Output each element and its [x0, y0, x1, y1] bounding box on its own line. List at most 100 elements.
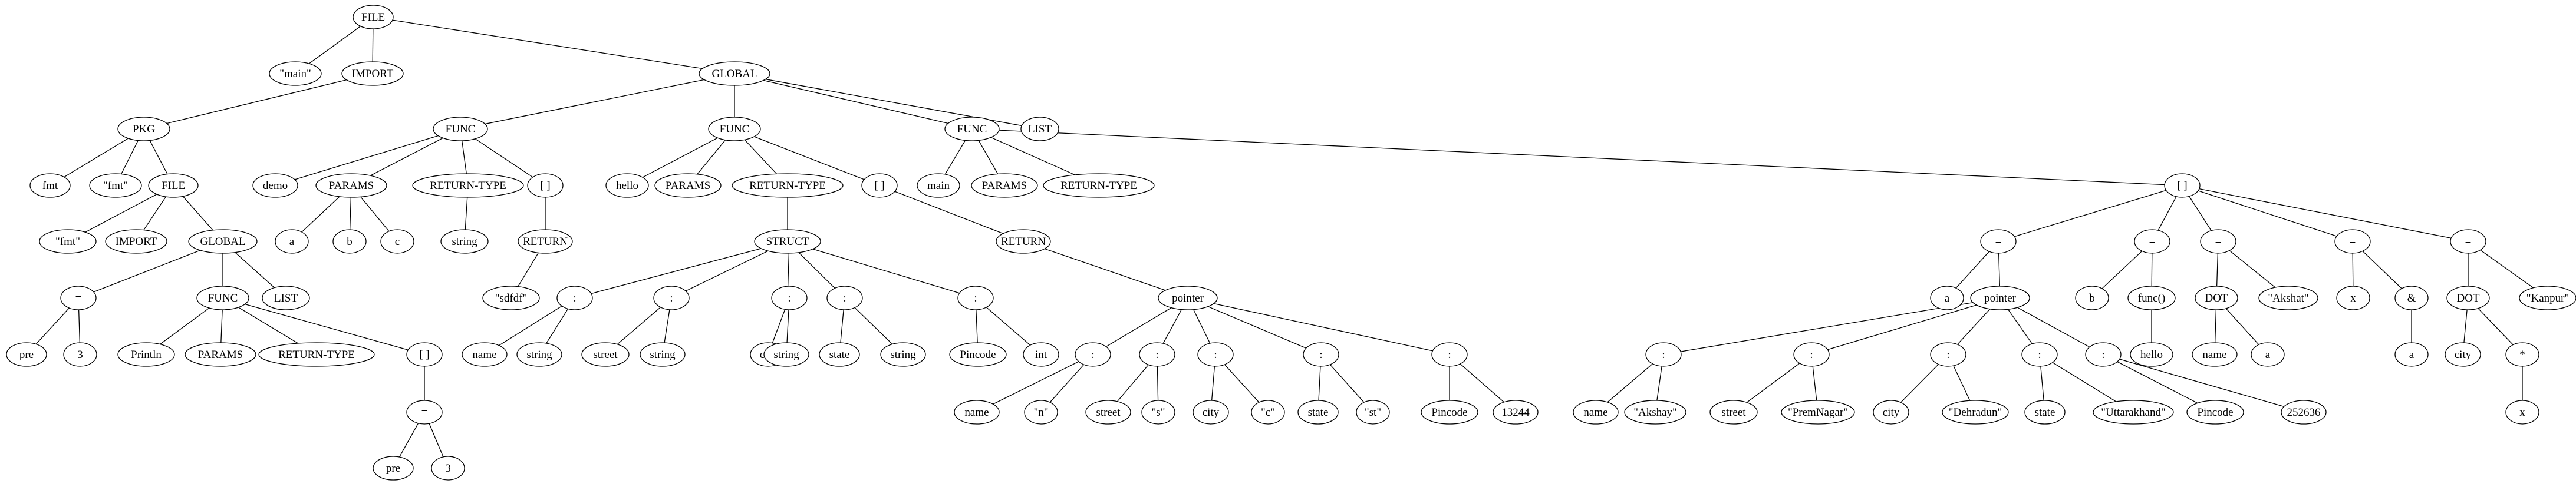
tree-edge-n72-n75: [990, 137, 1075, 175]
tree-edge-n25-n27: [349, 197, 352, 230]
tree-node-label: name: [2202, 349, 2226, 361]
tree-node: :: [1197, 342, 1234, 367]
tree-edge-n25-n26: [301, 196, 340, 233]
tree-node-label: [ ]: [540, 180, 550, 192]
tree-node-label: FUNC: [446, 123, 476, 135]
tree-edge-n108-n113: [2480, 250, 2534, 289]
tree-edge-n0-n3: [392, 19, 703, 69]
tree-node: &: [2394, 286, 2429, 310]
tree-node-label: [ ]: [419, 349, 429, 361]
tree-edge-n100-n102: [2225, 308, 2259, 345]
tree-node-label: RETURN-TYPE: [430, 180, 506, 192]
tree-node: FUNC: [433, 117, 488, 141]
tree-node-ellipse: [527, 173, 564, 198]
tree-node-label: =: [1995, 236, 2002, 248]
tree-node-ellipse: [341, 61, 404, 86]
tree-node-ellipse: [1141, 400, 1175, 425]
tree-node-ellipse: [944, 117, 1000, 141]
tree-node: PARAMS: [654, 173, 722, 198]
tree-node-label: "fmt": [55, 236, 80, 248]
tree-edge-n23-n24: [294, 135, 439, 180]
tree-node: :: [2085, 342, 2122, 367]
tree-node: GLOBAL: [188, 229, 258, 254]
tree-node-label: string: [526, 349, 552, 361]
tree-node-label: Pincode: [960, 349, 996, 361]
tree-node: string: [880, 342, 926, 367]
tree-node-label: main: [927, 180, 950, 192]
tree-node-ellipse: [949, 342, 1007, 367]
tree-edge-n4-n6: [121, 140, 139, 174]
tree-node-label: "Uttarakhand": [2101, 406, 2165, 419]
tree-edge-n29-n30: [465, 197, 468, 230]
tree-node-ellipse: [63, 342, 97, 367]
tree-node-ellipse: [1980, 229, 2017, 254]
tree-node: "n": [1024, 400, 1058, 425]
tree-node: RETURN: [996, 229, 1051, 254]
tree-edge-n45-n46: [772, 309, 786, 343]
tree-edge-n66-n67: [1318, 366, 1321, 401]
tree-node: string: [516, 342, 562, 367]
tree-edge-n99-n103: [2229, 250, 2276, 288]
tree-edge-n56-n66: [1208, 306, 1306, 349]
tree-node-label: name: [1583, 406, 1607, 419]
tree-node: name: [2192, 342, 2238, 367]
tree-node: LIST: [1020, 117, 1059, 141]
tree-node: LIST: [262, 286, 310, 310]
tree-edge-n25-n28: [360, 196, 390, 232]
tree-node-ellipse: [1024, 400, 1058, 425]
tree-node-ellipse: [605, 173, 649, 198]
tree-node-label: name: [964, 406, 989, 419]
tree-edge-n39-n41: [546, 309, 569, 344]
tree-node: =: [2200, 229, 2236, 254]
tree-node-label: FUNC: [720, 123, 750, 135]
tree-node: street: [1709, 400, 1758, 425]
tree-node: name: [462, 342, 508, 367]
tree-node-ellipse: [6, 342, 47, 367]
tree-edge-n38-n39: [591, 248, 762, 294]
tree-node-label: Pincode: [1431, 406, 1467, 419]
tree-node: :: [1793, 342, 1830, 367]
tree-node-label: "s": [1152, 406, 1165, 419]
tree-node-ellipse: [2336, 286, 2370, 310]
tree-node: fmt: [29, 173, 71, 198]
tree-node: Pincode: [1421, 400, 1478, 425]
tree-node-ellipse: [771, 286, 808, 310]
tree-node-label: 13244: [1501, 406, 1530, 419]
tree-node: DOT: [2195, 286, 2238, 310]
tree-node-ellipse: [196, 286, 249, 310]
tree-node-ellipse: [1873, 400, 1909, 425]
tree-node-label: "Akshay": [1633, 406, 1677, 419]
tree-node-ellipse: [2024, 400, 2066, 425]
tree-node-ellipse: [29, 173, 71, 198]
tree-edge-n34-n36: [697, 140, 726, 175]
tree-node-label: pre: [386, 462, 400, 475]
tree-edge-n3-n23: [485, 79, 704, 125]
tree-node-label: LIST: [1028, 123, 1052, 135]
tree-node-label: "c": [1261, 406, 1275, 419]
tree-node: RETURN-TYPE: [412, 173, 524, 198]
tree-node-ellipse: [380, 229, 414, 254]
tree-edge-n92-n94: [2119, 359, 2284, 408]
tree-edge-n60-n61: [1116, 364, 1149, 402]
tree-node-label: 252636: [2287, 406, 2321, 419]
tree-node: demo: [252, 173, 298, 198]
tree-edge-n89-n90: [2040, 366, 2044, 401]
tree-node: :: [556, 286, 593, 310]
tree-node-label: =: [2465, 236, 2472, 248]
tree-node-ellipse: [763, 342, 809, 367]
tree-edge-n79-n80: [1680, 302, 1974, 352]
tree-edge-n79-n92: [2017, 307, 2090, 347]
tree-node-ellipse: [1645, 342, 1682, 367]
tree-node-label: STRUCT: [766, 236, 809, 248]
tree-node: [ ]: [861, 173, 898, 198]
tree-node-ellipse: [1942, 400, 2009, 425]
tree-node-ellipse: [105, 229, 167, 254]
tree-node: :: [771, 286, 808, 310]
tree-node-ellipse: [185, 342, 256, 367]
tree-node: PARAMS: [315, 173, 387, 198]
tree-node: "st": [1356, 400, 1390, 425]
tree-node-label: int: [1035, 349, 1047, 361]
tree-node-ellipse: [262, 286, 310, 310]
tree-node-ellipse: [1297, 400, 1339, 425]
